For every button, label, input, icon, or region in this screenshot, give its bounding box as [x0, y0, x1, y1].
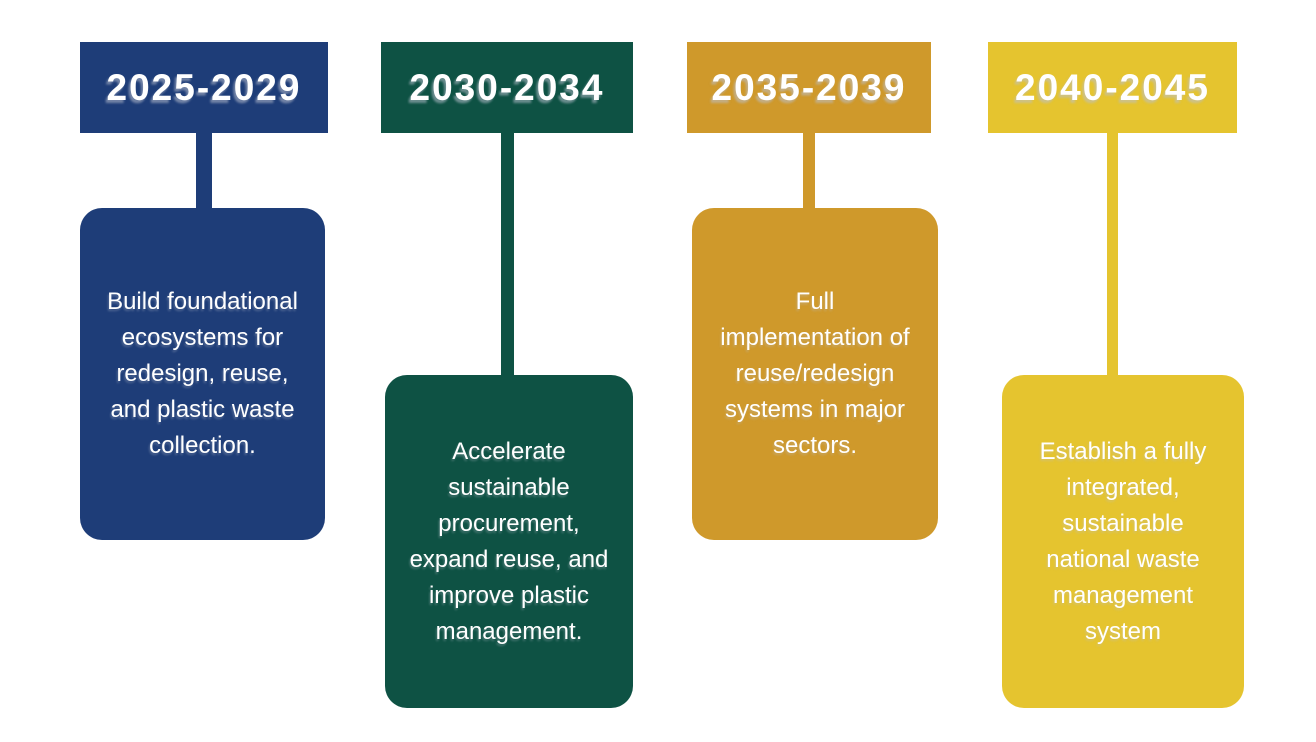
period-label: 2030-2034 — [409, 66, 605, 108]
description-text: Build foundational ecosystems for redesi… — [107, 288, 298, 459]
description-card: Accelerate sustainable procurement, expa… — [385, 375, 633, 708]
period-label: 2025-2029 — [106, 66, 302, 108]
description-text: Accelerate sustainable procurement, expa… — [409, 437, 609, 645]
period-header: 2030-2034 — [381, 42, 633, 133]
description-card: Build foundational ecosystems for redesi… — [80, 208, 325, 540]
period-header: 2040-2045 — [988, 42, 1237, 133]
description-card: Establish a fully integrated, sustainabl… — [1002, 375, 1244, 708]
connector-line — [196, 133, 212, 209]
description-card: Full implementation of reuse/redesign sy… — [692, 208, 938, 540]
description-text: Establish a fully integrated, sustainabl… — [1039, 437, 1207, 645]
connector-line — [1107, 133, 1118, 376]
period-label: 2035-2039 — [711, 66, 907, 108]
period-header: 2025-2029 — [80, 42, 328, 133]
connector-line — [803, 133, 815, 209]
period-header: 2035-2039 — [687, 42, 931, 133]
period-label: 2040-2045 — [1015, 66, 1210, 108]
description-text: Full implementation of reuse/redesign sy… — [720, 288, 910, 459]
connector-line — [501, 133, 514, 376]
